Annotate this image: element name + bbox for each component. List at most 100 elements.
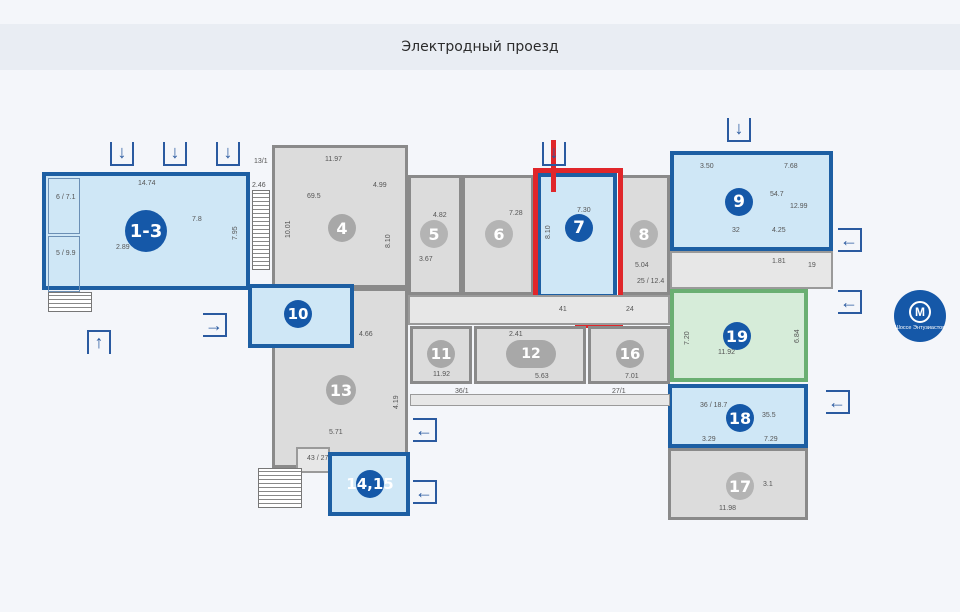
unit-badge-8[interactable]: 8 xyxy=(630,220,658,248)
room-1-3[interactable]: 14.74 6 / 7.1 5 / 9.9 2.89 7.8 7.95 xyxy=(42,172,250,292)
unit-label: 19 xyxy=(725,326,749,346)
dim: 41 xyxy=(559,306,567,313)
unit-label: 10 xyxy=(287,305,309,323)
entrance-arrow-icon: ↓ xyxy=(163,142,187,166)
staircase xyxy=(48,292,92,312)
dim: 36/1 xyxy=(455,388,469,395)
dim: 54.7 xyxy=(770,191,784,198)
service-rooms xyxy=(670,251,833,289)
entrance-arrow-icon: ← xyxy=(838,228,862,252)
dim: 6.84 xyxy=(794,329,801,343)
dim: 7.01 xyxy=(625,373,639,380)
dim: 12.99 xyxy=(790,203,808,210)
unit-label: 17 xyxy=(728,476,752,496)
staircase xyxy=(258,468,302,508)
unit-badge-12[interactable]: 14,15 xyxy=(346,470,394,498)
unit-badge-1-3[interactable]: 1-3 xyxy=(125,210,167,252)
unit-label: 12 xyxy=(521,346,541,362)
dim: 4.25 xyxy=(772,227,786,234)
unit-badge-18[interactable]: 18 xyxy=(726,404,754,432)
dim: 19 xyxy=(808,262,816,269)
entrance-arrow-icon: ← xyxy=(838,290,862,314)
unit-badge-13[interactable]: 1211 xyxy=(427,340,455,368)
unit-badge-6[interactable]: 6 xyxy=(485,220,513,248)
unit-label: 9 xyxy=(733,192,745,212)
dim: 25 / 12.4 xyxy=(637,278,665,285)
dim: 32 xyxy=(732,227,740,234)
unit-label: 16 xyxy=(619,345,641,363)
dim: 69.5 xyxy=(307,193,321,200)
entrance-arrow-icon: ← xyxy=(413,418,437,442)
dim: 11.98 xyxy=(719,505,736,512)
unit-label: 6 xyxy=(493,224,505,244)
entrance-marker xyxy=(551,140,556,192)
dim: 27/1 xyxy=(612,388,626,395)
entrance-arrow-icon: ↓ xyxy=(110,142,134,166)
dim: 7.20 xyxy=(684,331,691,345)
unit-label: 1-3 xyxy=(129,220,163,242)
dim: 14.74 xyxy=(138,180,156,187)
unit-label: 18 xyxy=(728,408,752,428)
unit-badge-10-top[interactable]: 10 xyxy=(284,300,312,328)
unit-badge-14-15[interactable]: 12 xyxy=(506,340,556,368)
staircase xyxy=(252,190,270,270)
subroom-5 xyxy=(48,236,80,292)
unit-badge-17[interactable]: 17 xyxy=(726,472,754,500)
unit-badge-19[interactable]: 19 xyxy=(723,322,751,350)
unit-badge-11[interactable]: 13 xyxy=(326,375,356,405)
unit-label: 4 xyxy=(336,218,348,238)
dim: 1.81 xyxy=(772,258,786,265)
street-name: Электродный проезд xyxy=(401,39,559,55)
unit-label: 14,15 xyxy=(346,475,394,493)
dim: 5.63 xyxy=(535,373,549,380)
dim: 5.04 xyxy=(635,262,649,269)
dim: 3.1 xyxy=(763,481,773,488)
dim: 3.50 xyxy=(700,163,714,170)
dim: 2.41 xyxy=(509,331,523,338)
dim: 2.46 xyxy=(252,182,266,189)
dim: 7.68 xyxy=(784,163,798,170)
street-label: Электродный проезд xyxy=(0,24,960,70)
entrance-arrow-icon: ← xyxy=(826,390,850,414)
dim: 10.01 xyxy=(285,220,292,238)
dim: 4.99 xyxy=(373,182,387,189)
dim: 4.82 xyxy=(433,212,447,219)
dim: 7.8 xyxy=(192,216,202,223)
dim: 35.5 xyxy=(762,412,776,419)
dim: 3.67 xyxy=(419,256,433,263)
unit-badge-9[interactable]: 9 xyxy=(725,188,753,216)
entrance-arrow-icon: → xyxy=(203,313,227,337)
dim: 7.30 xyxy=(577,207,591,214)
dim: 8.10 xyxy=(385,234,392,248)
entrance-arrow-icon: ↓ xyxy=(727,118,751,142)
entrance-arrow-icon: ↓ xyxy=(216,142,240,166)
dim: 7.29 xyxy=(764,436,778,443)
metro-icon: M xyxy=(909,300,931,323)
dim: 11.92 xyxy=(433,371,450,378)
subroom-6 xyxy=(48,178,80,234)
unit-badge-16[interactable]: 16 xyxy=(616,340,644,368)
dim: 5.71 xyxy=(329,429,343,436)
selected-unit-outline xyxy=(533,168,623,303)
unit-badge-5[interactable]: 5 xyxy=(420,220,448,248)
room-10-overlay xyxy=(248,284,354,348)
passage xyxy=(410,394,670,406)
dim: 7.28 xyxy=(509,210,523,217)
dim: 11.97 xyxy=(325,156,342,163)
unit-label: 11 xyxy=(430,345,452,363)
unit-badge-4[interactable]: 4 xyxy=(328,214,356,242)
metro-station-name: Шоссе Энтузиастов xyxy=(894,324,946,331)
metro-symbol: M xyxy=(915,304,925,319)
dim: 5 / 9.9 xyxy=(56,250,76,257)
unit-label: 8 xyxy=(638,224,650,244)
dim: 2.89 xyxy=(116,244,130,251)
dim: 36 / 18.7 xyxy=(700,402,728,409)
entrance-arrow-icon: ↓ xyxy=(542,142,566,166)
dim: 6 / 7.1 xyxy=(56,194,76,201)
unit-label: 7 xyxy=(573,218,585,238)
dim: 3.29 xyxy=(702,436,716,443)
unit-label: 5 xyxy=(428,224,440,244)
unit-badge-7[interactable]: 7 xyxy=(565,214,593,242)
entrance-arrow-icon: ← xyxy=(413,480,437,504)
entrance-arrow-icon: ↑ xyxy=(87,330,111,354)
